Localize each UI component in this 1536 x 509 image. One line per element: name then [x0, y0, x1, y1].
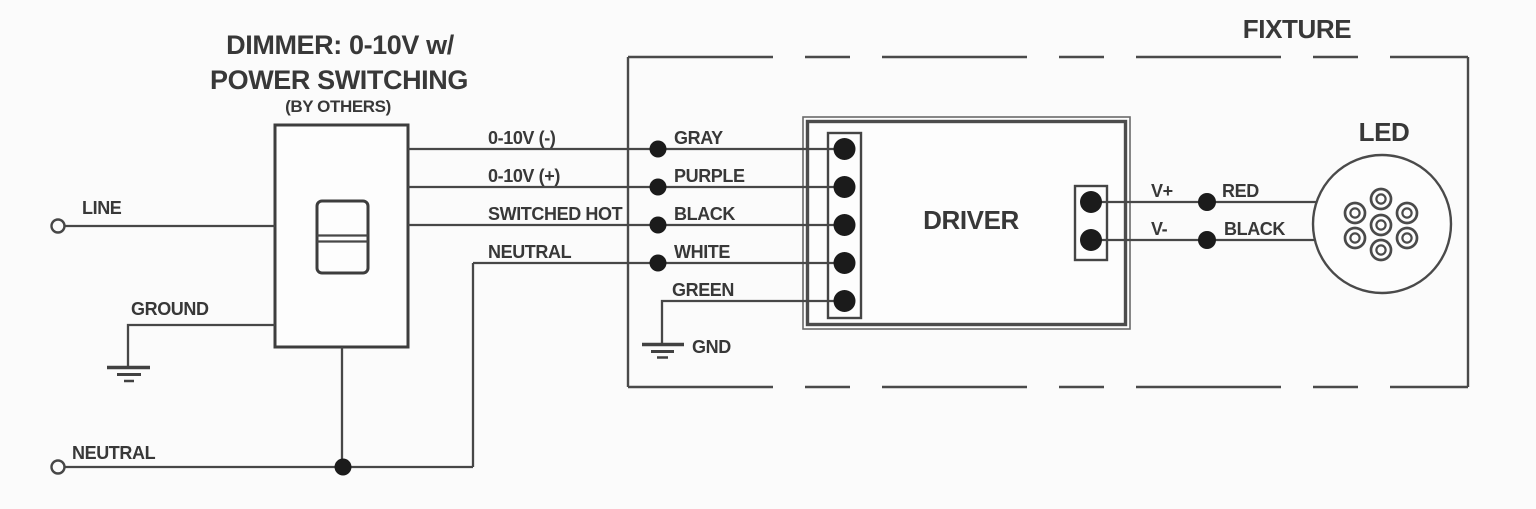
- wire-color-label-white: WHITE: [674, 242, 730, 262]
- wire-function-label-3: SWITCHED HOT: [488, 204, 623, 224]
- wire-function-label-4: NEUTRAL: [488, 242, 572, 262]
- led-emitter-icon: [1343, 201, 1367, 225]
- wire-color-label-purple: PURPLE: [674, 166, 745, 186]
- fixture-label: FIXTURE: [1243, 14, 1351, 44]
- led-emitter-icon: [1369, 213, 1393, 237]
- driver-terminal-dot-1: [833, 138, 856, 160]
- line-terminal: [50, 218, 66, 234]
- neutral-label: NEUTRAL: [72, 443, 156, 463]
- wire-function-label-1: 0-10V (-): [488, 128, 556, 148]
- dimmer-title-line3: (BY OTHERS): [285, 97, 391, 116]
- driver-output-dot-vminus: [1080, 229, 1102, 251]
- neutral-terminal: [50, 459, 66, 475]
- splice-dot-red: [1198, 193, 1216, 211]
- neutral-junction-dot: [334, 458, 352, 476]
- driver-terminal-dot-2: [833, 176, 856, 198]
- led-emitter-icon: [1343, 226, 1367, 250]
- wire-color-label-gray: GRAY: [674, 128, 723, 148]
- driver-terminal-dot-4: [833, 252, 856, 274]
- wire-green-ground: [660, 299, 845, 343]
- led-emitter-array: [1343, 187, 1419, 262]
- line-label: LINE: [82, 198, 122, 218]
- wire-color-label-black: BLACK: [674, 204, 735, 224]
- splice-dot-purple: [649, 178, 667, 196]
- driver-box-inner: [805, 119, 1128, 327]
- splice-dot-black: [649, 216, 667, 234]
- driver-output-dot-vplus: [1080, 191, 1102, 213]
- ground-wire: [126, 323, 275, 366]
- driver-terminal-dot-5: [833, 290, 856, 312]
- led-emitter-icon: [1369, 187, 1393, 211]
- dimmer-title-line2: POWER SWITCHING: [210, 65, 468, 95]
- splice-dot-gray: [649, 140, 667, 158]
- led-emitter-icon: [1395, 201, 1419, 225]
- splice-dot-white: [649, 254, 667, 272]
- v-minus-label: V-: [1151, 219, 1168, 239]
- driver-terminal-dot-3: [833, 214, 856, 236]
- v-plus-label: V+: [1151, 181, 1173, 201]
- splice-dot-output-black: [1198, 231, 1216, 249]
- dimmer-title-line1: DIMMER: 0-10V w/: [226, 30, 455, 60]
- ground-symbol-left: [107, 365, 150, 383]
- output-black-label: BLACK: [1224, 219, 1285, 239]
- driver-output-terminal-block: [1073, 184, 1109, 262]
- led-module-circle: [1311, 153, 1453, 295]
- led-emitter-icon: [1369, 238, 1393, 262]
- gnd-label: GND: [692, 337, 731, 357]
- wire-color-label-green: GREEN: [672, 280, 734, 300]
- red-label: RED: [1222, 181, 1259, 201]
- wire-function-label-2: 0-10V (+): [488, 166, 560, 186]
- driver-label: DRIVER: [923, 205, 1019, 235]
- rocker-switch: [315, 199, 370, 275]
- ground-symbol-driver: [642, 342, 684, 359]
- ground-label: GROUND: [131, 299, 209, 319]
- led-label: LED: [1359, 117, 1410, 147]
- led-emitter-icon: [1395, 226, 1419, 250]
